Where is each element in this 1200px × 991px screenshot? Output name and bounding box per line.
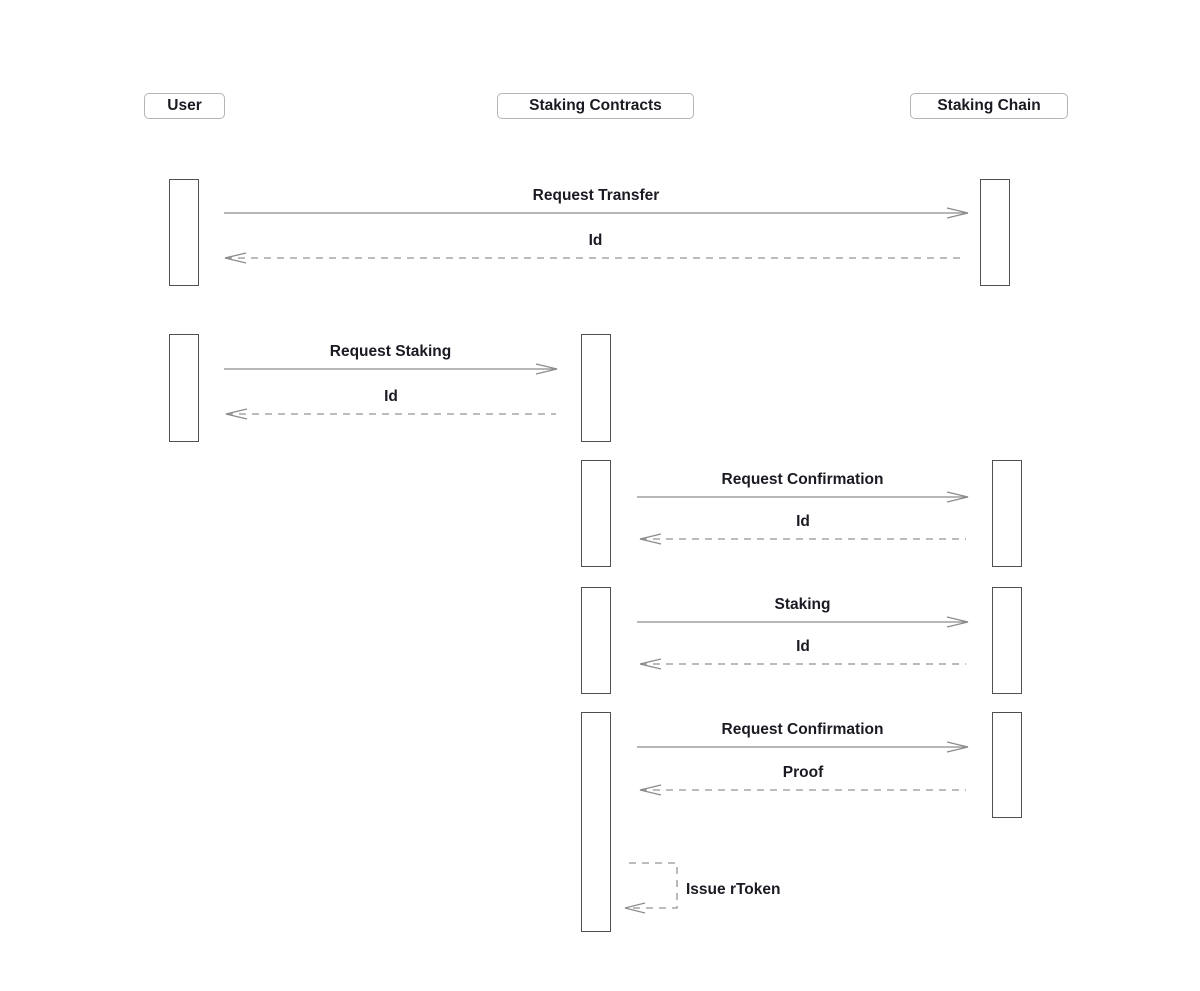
activation-bar-user [169,179,199,286]
message-arrowhead-right [535,363,558,375]
actor-box-staking-contracts: Staking Contracts [497,93,694,119]
message-label: Request Confirmation [721,721,884,738]
message-label: Request Confirmation [721,471,884,488]
message-arrowhead-left [224,252,247,264]
activation-bar-staking-contracts [581,334,611,442]
message-label: Id [588,232,603,249]
message-arrowhead-right [946,616,969,628]
message-label: Id [796,638,810,655]
message-label: Id [796,513,810,530]
activation-bar-staking-chain [992,587,1022,694]
activation-bar-user [169,334,199,442]
self-message-path [627,862,678,909]
actor-label-user: User [167,97,202,114]
message-label: Request Transfer [532,187,660,204]
message-arrowhead-right [946,491,969,503]
message-arrowhead-left [225,408,248,420]
message-arrowhead-right [946,741,969,753]
activation-bar-staking-chain [992,460,1022,567]
message-label: Proof [782,764,824,781]
message-arrowhead-left [639,533,662,545]
actor-box-staking-chain: Staking Chain [910,93,1068,119]
activation-bar-staking-chain [992,712,1022,818]
message-label: Staking [774,596,831,613]
self-message-label: Issue rToken [686,881,781,898]
message-label: Id [384,388,398,405]
message-arrowhead-right [946,207,969,219]
activation-bar-staking-contracts [581,587,611,694]
actor-label-staking-contracts: Staking Contracts [529,97,662,114]
message-arrowhead-left [639,658,662,670]
activation-bar-staking-contracts [581,460,611,567]
activation-bar-staking-chain [980,179,1010,286]
message-arrowhead-left [639,784,662,796]
actor-label-staking-chain: Staking Chain [937,97,1041,114]
message-label: Request Staking [329,343,452,360]
activation-bar-staking-contracts [581,712,611,932]
actor-box-user: User [144,93,225,119]
self-message-arrowhead [624,902,646,914]
